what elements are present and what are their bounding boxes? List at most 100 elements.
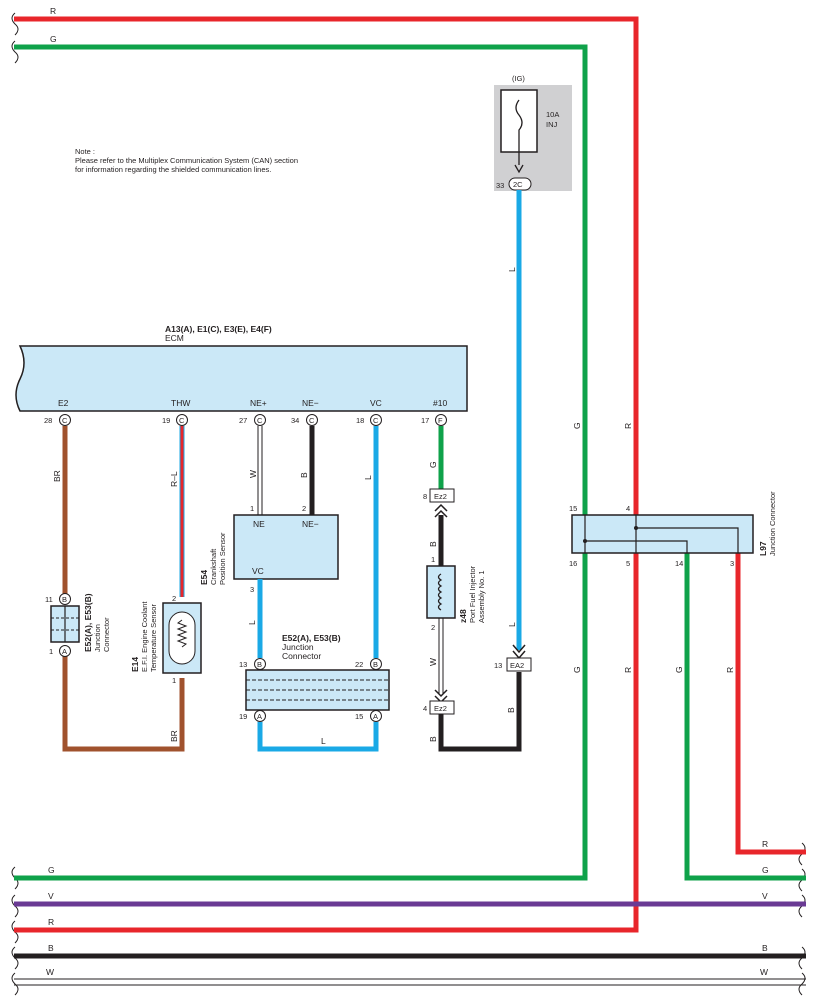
wire-code-l-vc: L xyxy=(363,475,373,480)
wire-code-b-right: B xyxy=(762,943,768,953)
ecm-name: ECM xyxy=(165,333,184,343)
wire-b-injector-return xyxy=(438,672,522,752)
jc-left-line2: Connector xyxy=(102,617,111,652)
e54-pin3: 3 xyxy=(250,585,254,594)
wire-code-w-ne: W xyxy=(248,470,258,478)
wire-code-r-l97-b4: R xyxy=(725,667,735,673)
note-title: Note : xyxy=(75,147,95,156)
e14-code: E14 xyxy=(130,657,140,672)
fuse-pin: 33 xyxy=(496,181,504,190)
ecm-terminal-ne-minus-name: NE− xyxy=(302,398,319,408)
wire-code-l-feed-2: L xyxy=(507,622,517,627)
l97-pin-b1: 16 xyxy=(569,559,577,568)
junction-connector-mid: E52(A), E53(B) Junction Connector 13 B 2… xyxy=(239,633,390,722)
wire-code-r-right: R xyxy=(762,839,768,849)
wire-code-r-top: R xyxy=(50,6,56,16)
jc-left-line1: Junction xyxy=(93,624,102,652)
ecm-terminal-10-name: #10 xyxy=(433,398,447,408)
ecm-terminal-ne-plus-conn: C xyxy=(257,416,263,425)
wire-r-top xyxy=(14,16,639,933)
e54-code: E54 xyxy=(199,570,209,585)
wire-code-w-right: W xyxy=(760,967,768,977)
l97-pin-b2: 5 xyxy=(626,559,630,568)
wire-code-g-l97-top: G xyxy=(572,422,582,429)
ecm-terminal-vc-conn: C xyxy=(373,416,379,425)
wire-code-g-top: G xyxy=(50,34,57,44)
ecm-terminal-ne-minus-pin: 34 xyxy=(291,416,299,425)
ecm-terminal-10-pin: 17 xyxy=(421,416,429,425)
l97-name: Junction Connector xyxy=(768,491,777,556)
e14-pin-bottom: 1 xyxy=(172,676,176,685)
e54-line1: Crankshaft xyxy=(209,548,218,585)
connector-ez2-bottom: 4 Ez2 xyxy=(423,689,455,715)
wire-code-g-left-bottom: G xyxy=(48,865,55,875)
ecm-terminal-10-conn: F xyxy=(438,416,443,425)
wire-r-right-bottom xyxy=(735,553,806,855)
wire-code-b-return-1: B xyxy=(428,736,438,742)
ez2-bottom-name: Ez2 xyxy=(434,704,447,713)
wire-code-b-return-2: B xyxy=(506,707,516,713)
ecm-terminal-ne-minus-conn: C xyxy=(309,416,315,425)
wire-code-rl: R–L xyxy=(169,471,179,487)
crankshaft-position-sensor: 1 2 NE NE− VC 3 E54 Crankshaft Position … xyxy=(199,504,339,594)
l97-pin-tl: 15 xyxy=(569,504,577,513)
z48-line2: Assembly No. 1 xyxy=(477,570,486,623)
wire-g-top xyxy=(14,44,588,881)
fuse-name: INJ xyxy=(546,120,558,129)
wire-code-br-1: BR xyxy=(52,470,62,482)
wire-code-g-right: G xyxy=(762,865,769,875)
wire-code-b-ne: B xyxy=(299,472,309,478)
e54-pin2: 2 xyxy=(302,504,306,513)
wire-code-br-2: BR xyxy=(169,730,179,742)
ecm-terminal-ne-plus-pin: 27 xyxy=(239,416,247,425)
fuse-rating: 10A xyxy=(546,110,559,119)
wire-g-right-bottom xyxy=(684,553,806,881)
wire-w-bottom xyxy=(14,978,806,986)
ea2-pin: 13 xyxy=(494,661,502,670)
ecm-terminal-ne-minus: NE− 34 C xyxy=(291,398,319,426)
wire-code-l-feed-1: L xyxy=(507,267,517,272)
jc-mid-pin-bl: 19 xyxy=(239,712,247,721)
l97-pin-tr: 4 xyxy=(626,504,630,513)
connector-ea2: 13 EA2 xyxy=(494,657,532,672)
jc-mid-conn-tr: B xyxy=(373,660,378,669)
l97-code: L97 xyxy=(758,541,768,556)
jc-mid-conn-tl: B xyxy=(257,660,262,669)
z48-line1: Port Fuel Injector xyxy=(468,565,477,623)
wire-code-g-l97-b1: G xyxy=(572,666,582,673)
wire-code-v-left: V xyxy=(48,891,54,901)
connector-ez2-top: 8 Ez2 xyxy=(423,488,455,518)
ez2-top-pin: 8 xyxy=(423,492,427,501)
ecm-terminal-e2-name: E2 xyxy=(58,398,69,408)
ecm-terminal-e2-pin: 28 xyxy=(44,416,52,425)
wire-code-l-sensor: L xyxy=(247,620,257,625)
ecm-terminal-e2-conn: C xyxy=(62,416,68,425)
wire-code-r-l97-top: R xyxy=(623,423,633,429)
e14-line2: Temperature Sensor xyxy=(149,604,158,672)
e54-line2: Position Sensor xyxy=(218,532,227,585)
wire-code-g-l97-b3: G xyxy=(674,666,684,673)
ecm-terminal-vc: VC 18 C xyxy=(356,398,382,426)
wire-code-v-right: V xyxy=(762,891,768,901)
ecm-terminal-thw: THW 19 C xyxy=(162,398,190,426)
jc-left-pin-top: 11 xyxy=(45,595,53,604)
wire-w-ne-plus xyxy=(257,426,263,515)
jc-mid-line2: Connector xyxy=(282,651,321,661)
fuse-source: (IG) xyxy=(512,74,525,83)
fuse-connector: 2C xyxy=(513,180,523,189)
wire-code-r-left-bottom: R xyxy=(48,917,54,927)
ecm-terminal-e2: E2 28 C xyxy=(44,398,71,426)
ecm-terminal-10: #10 17 F xyxy=(421,398,447,426)
junction-connector-l97: 15 4 16 5 14 3 L97 Junction Connector xyxy=(569,491,777,568)
wire-code-r-l97-b2: R xyxy=(623,667,633,673)
wire-br-e2 xyxy=(62,426,185,752)
ecm-terminal-thw-pin: 19 xyxy=(162,416,170,425)
ecm: A13(A), E1(C), E3(E), E4(F) ECM E2 28 C … xyxy=(15,324,468,426)
ecm-terminal-ne-plus: NE+ 27 C xyxy=(239,398,267,426)
wire-rl-thw xyxy=(179,426,185,597)
jc-left-code: E52(A), E53(B) xyxy=(83,593,93,652)
jc-left-conn-bottom: A xyxy=(62,647,67,656)
ecm-terminal-vc-name: VC xyxy=(370,398,382,408)
jc-mid-conn-br: A xyxy=(373,712,378,721)
